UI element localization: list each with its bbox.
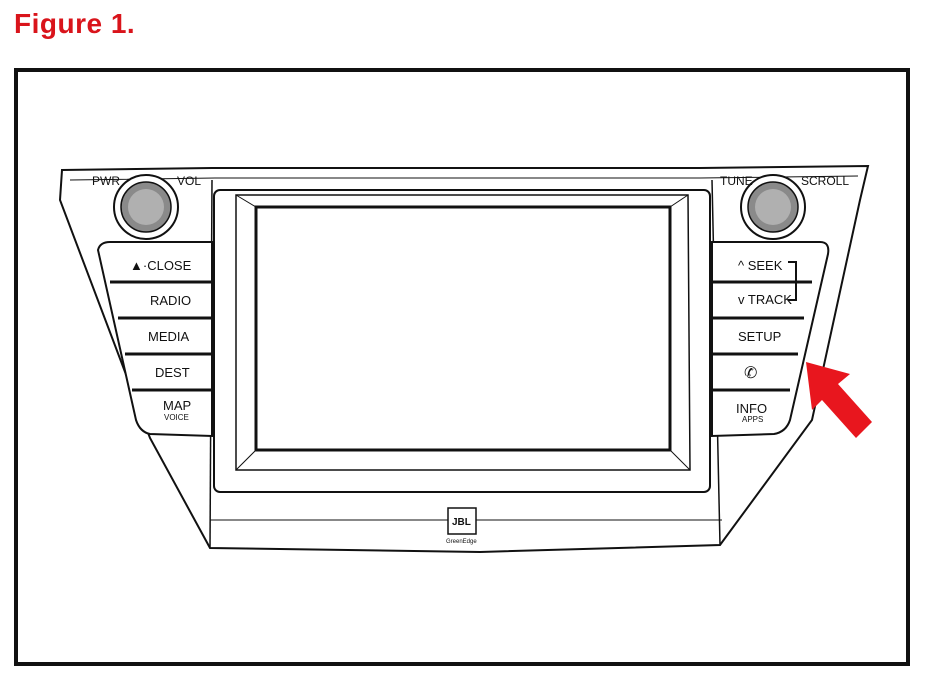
media-button[interactable]: MEDIA	[148, 329, 190, 344]
logo-brand-text: JBL	[452, 517, 471, 528]
map-button[interactable]: MAP	[163, 398, 191, 413]
tune-label: TUNE	[720, 174, 753, 188]
map-voice-sublabel: VOICE	[164, 413, 189, 422]
left-button-cluster	[96, 241, 213, 438]
pwr-label: PWR	[92, 174, 120, 188]
pwr-vol-knob[interactable]	[113, 174, 179, 240]
left-button-dividers	[110, 280, 212, 392]
info-button[interactable]: INFO	[736, 401, 767, 416]
logo-tag-text: GreenEdge	[446, 539, 477, 545]
vol-label: VOL	[177, 174, 201, 188]
phone-button-icon[interactable]: ✆	[744, 365, 757, 382]
display-screen	[254, 205, 672, 452]
jbl-logo	[447, 507, 477, 535]
pointer-arrow	[806, 362, 872, 438]
close-button[interactable]: ▲·CLOSE	[130, 258, 192, 273]
seek-button[interactable]: ^ SEEK	[738, 258, 783, 273]
tune-scroll-knob[interactable]	[740, 174, 806, 240]
figure-frame	[14, 68, 910, 666]
track-button[interactable]: v TRACK	[738, 292, 792, 307]
setup-button[interactable]: SETUP	[738, 329, 781, 344]
info-apps-sublabel: APPS	[742, 415, 763, 424]
scroll-label: SCROLL	[801, 174, 849, 188]
figure-title: Figure 1.	[14, 8, 136, 39]
radio-button[interactable]: RADIO	[150, 293, 191, 308]
right-button-cluster	[711, 241, 830, 438]
dest-button[interactable]: DEST	[155, 365, 190, 380]
